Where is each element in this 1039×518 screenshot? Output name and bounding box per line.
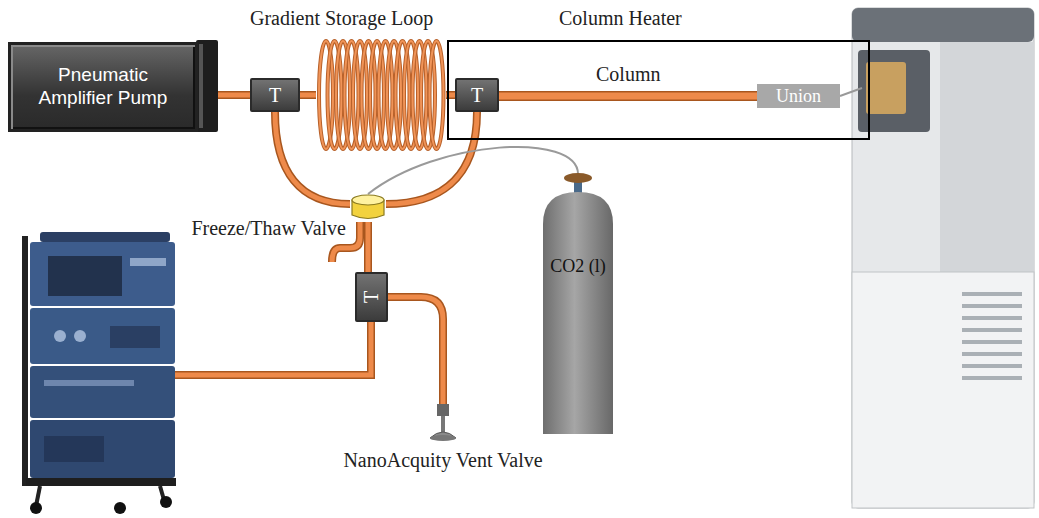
fluid-pipe [499, 96, 757, 97]
fluid-pipe-part [366, 222, 371, 272]
lc-supply-pipe [175, 322, 371, 375]
lc-instrument-part [22, 236, 28, 486]
lc-instrument-part [114, 502, 126, 514]
lc-instrument-part [30, 502, 42, 514]
lc-instrument-part [160, 496, 172, 508]
mass-spectrometer-part [940, 42, 1034, 272]
node-text: Column Heater [559, 6, 682, 30]
fluid-pipe-part [388, 297, 443, 404]
co2-cylinder-part [543, 192, 613, 434]
mass-spectrometer-part [962, 328, 1022, 332]
vent-valve-part [430, 435, 456, 441]
node-text: T [471, 85, 483, 105]
lc-instrument-part [40, 232, 170, 242]
freeze-thaw-valve: Freeze/Thaw Valve [350, 194, 386, 222]
mass-spectrometer-part [962, 376, 1022, 380]
fluid-pipe-part [388, 297, 443, 404]
part-label: Gradient Storage Loop [250, 6, 433, 30]
lc-instrument-part [30, 366, 175, 418]
storage-coil [319, 41, 444, 149]
lc-instrument-part [48, 256, 122, 296]
mass-spectrometer-part [962, 292, 1022, 296]
vent-valve-part [437, 404, 449, 416]
union-fitting: Union [757, 84, 840, 108]
mass-spectrometer-part [866, 62, 906, 114]
mass-spectrometer-part [852, 8, 1034, 42]
storage-coil-part [430, 41, 444, 149]
lc-instrument-part [54, 330, 66, 342]
lc-instrument [22, 232, 176, 514]
tee-fitting: T [250, 78, 300, 112]
co2-cylinder: CO2 (l) [543, 172, 613, 434]
lc-instrument-part [26, 478, 176, 486]
lc-instrument-part [110, 326, 160, 348]
fluid-pipe-part [364, 222, 372, 272]
mass-spectrometer-part [962, 352, 1022, 356]
fluid-pipe-part [499, 91, 757, 101]
node-text: Freeze/Thaw Valve [191, 216, 346, 240]
storage-coil-part [430, 41, 444, 149]
node-text: Pneumatic Amplifier Pump [28, 64, 178, 110]
mass-spectrometer-part [962, 316, 1022, 320]
lc-instrument-part [30, 308, 175, 364]
node-text: Union [776, 87, 821, 105]
pump-coupling [196, 40, 218, 132]
pump-box: Pneumatic Amplifier Pump [8, 42, 198, 132]
spray-line [840, 88, 862, 96]
mass-spectrometer-part [962, 340, 1022, 344]
mass-spectrometer-part [962, 364, 1022, 368]
lc-instrument-part [30, 420, 175, 478]
lc-instrument-part [130, 258, 166, 266]
fluid-pipe-part [499, 93, 757, 100]
lc-instrument-part [74, 330, 86, 342]
mass-spectrometer [852, 8, 1034, 508]
mass-spectrometer-part [852, 272, 1034, 508]
node-text: T [269, 85, 281, 105]
node-text: CO2 (l) [543, 256, 613, 278]
lc-instrument-part [44, 380, 134, 386]
column-heater: Column HeaterTUnion [447, 40, 870, 140]
mass-spectrometer-part [962, 304, 1022, 308]
freeze-thaw-valve-part [352, 195, 384, 205]
vent-valve-part [441, 416, 445, 432]
vent-valve: NanoAcquity Vent Valve [428, 404, 458, 442]
edge-label: Column [593, 62, 663, 86]
mass-spectrometer-part [852, 8, 1034, 508]
node-text: T [362, 291, 382, 303]
lc-instrument-part [44, 436, 104, 462]
lc-supply-pipe-part [175, 322, 371, 375]
co2-cylinder-part [564, 173, 592, 183]
lc-supply-pipe-part [175, 322, 371, 375]
coil-ground [316, 36, 446, 154]
lc-instrument-part [30, 242, 175, 306]
tee-fitting: T [355, 272, 388, 322]
fluid-pipe [368, 222, 369, 272]
node-text: NanoAcquity Vent Valve [343, 448, 542, 472]
pump-coupling-part [196, 40, 218, 132]
fluid-pipe [388, 297, 443, 404]
pump-coupling-part [199, 44, 203, 128]
tee-fitting: T [455, 78, 499, 112]
